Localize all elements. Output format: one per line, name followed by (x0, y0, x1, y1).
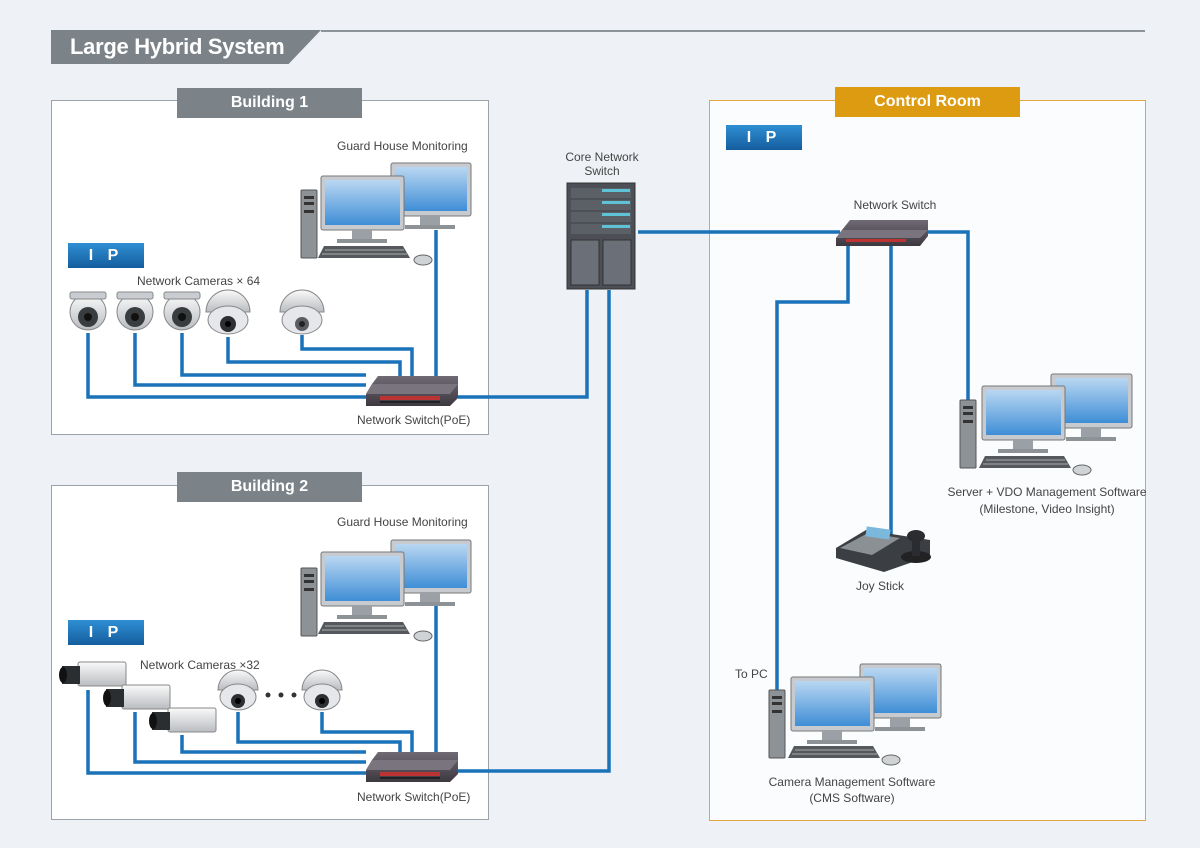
b2-guard-workstation (300, 539, 472, 642)
cable-b1-cam4 (226, 337, 402, 378)
cms-label-line1: Camera Management Software (768, 775, 936, 789)
to-pc-label: To PC (735, 667, 768, 681)
cable-b1-cam3 (180, 333, 366, 377)
joystick-label: Joy Stick (855, 579, 904, 593)
building1-tab: Building 1 (177, 88, 362, 118)
cable-b2-cam4 (236, 712, 402, 756)
b1-camera-2 (116, 291, 154, 331)
cable-b1-cam2 (133, 333, 366, 387)
server-workstation (959, 373, 1133, 476)
b2-cameras-label: Network Cameras ×32 (140, 658, 260, 672)
building2-tab: Building 2 (177, 472, 362, 502)
cable-b2-cam2 (133, 712, 366, 764)
b1-guard-workstation (300, 162, 472, 266)
building2-ip-badge: I P (68, 620, 144, 645)
b1-camera-1 (69, 291, 107, 331)
b2-poe-switch (366, 752, 458, 782)
cable-b2-to-core (458, 290, 611, 773)
b2-box-camera-3 (149, 707, 217, 733)
cable-b2-cam3 (180, 735, 366, 754)
joystick-controller (836, 526, 931, 572)
core-label-line2: Switch (584, 164, 620, 178)
control-room-tab: Control Room (835, 87, 1020, 117)
b1-cameras-label: Network Cameras × 64 (137, 274, 261, 288)
control-network-switch (836, 220, 928, 246)
cms-label-line2: (CMS Software) (809, 791, 895, 805)
cms-workstation (768, 663, 942, 766)
title-rule (321, 30, 1145, 32)
b1-camera-4 (205, 289, 251, 335)
page-title: Large Hybrid System (70, 34, 285, 59)
title-banner (51, 30, 321, 64)
cable-switch-to-cms (775, 246, 850, 690)
server-label-line2: (Milestone, Video Insight) (979, 502, 1115, 516)
b2-dome-camera-1 (217, 669, 259, 711)
b2-switch-label: Network Switch(PoE) (357, 790, 471, 804)
cable-switch-to-server (928, 230, 970, 400)
cable-b2-cam1 (86, 690, 372, 775)
cable-b1-cam5 (300, 335, 414, 378)
b1-camera-5 (279, 289, 325, 335)
b2-dome-camera-2 (301, 669, 343, 711)
cable-b1-to-core (458, 290, 589, 399)
b2-box-camera-2 (103, 684, 171, 710)
b1-poe-switch (366, 376, 458, 406)
b1-camera-3 (163, 291, 201, 331)
b1-guard-label: Guard House Monitoring (337, 139, 468, 153)
b2-box-camera-1 (59, 661, 127, 687)
ellipsis-dots-icon (265, 692, 297, 698)
control-ip-badge: I P (726, 125, 802, 150)
cable-b1-cam1 (86, 333, 372, 399)
server-label-line1: Server + VDO Management Software (947, 485, 1147, 499)
b1-switch-label: Network Switch(PoE) (357, 413, 471, 427)
core-network-switch (566, 182, 636, 290)
control-switch-label: Network Switch (853, 198, 937, 212)
core-label-line1: Core Network (565, 150, 639, 164)
cables (86, 230, 970, 775)
b2-guard-label: Guard House Monitoring (337, 515, 468, 529)
cable-b2-cam5 (320, 712, 414, 756)
building1-ip-badge: I P (68, 243, 144, 268)
